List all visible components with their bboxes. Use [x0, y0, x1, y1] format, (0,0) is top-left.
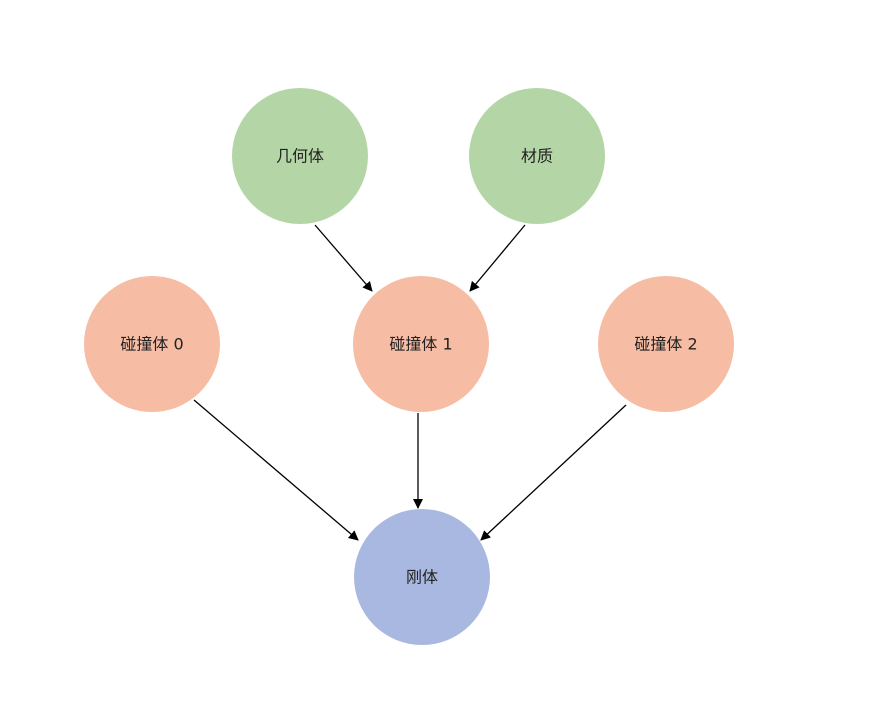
node-label-collider2: 碰撞体 2 — [634, 335, 697, 354]
node-circle-collider2 — [598, 276, 734, 412]
edge-material-to-collider1 — [469, 224, 526, 292]
edge-collider2-to-rigidbody — [480, 404, 627, 541]
node-circle-collider0 — [84, 276, 220, 412]
node-collider2[interactable]: 碰撞体 2 — [598, 276, 734, 412]
node-circle-rigidbody — [354, 509, 490, 645]
node-label-geometry: 几何体 — [276, 147, 324, 166]
node-circle-material — [469, 88, 605, 224]
node-rigidbody[interactable]: 刚体 — [354, 509, 490, 645]
node-circle-geometry — [232, 88, 368, 224]
edges-layer — [193, 224, 627, 541]
node-label-collider0: 碰撞体 0 — [120, 335, 183, 354]
node-geometry[interactable]: 几何体 — [232, 88, 368, 224]
node-collider1[interactable]: 碰撞体 1 — [353, 276, 489, 412]
node-collider0[interactable]: 碰撞体 0 — [84, 276, 220, 412]
node-material[interactable]: 材质 — [469, 88, 605, 224]
edge-collider0-to-rigidbody — [193, 399, 359, 541]
node-circle-collider1 — [353, 276, 489, 412]
node-label-rigidbody: 刚体 — [406, 568, 438, 587]
edge-geometry-to-collider1 — [314, 224, 373, 292]
node-label-collider1: 碰撞体 1 — [389, 335, 452, 354]
node-label-material: 材质 — [521, 147, 553, 166]
